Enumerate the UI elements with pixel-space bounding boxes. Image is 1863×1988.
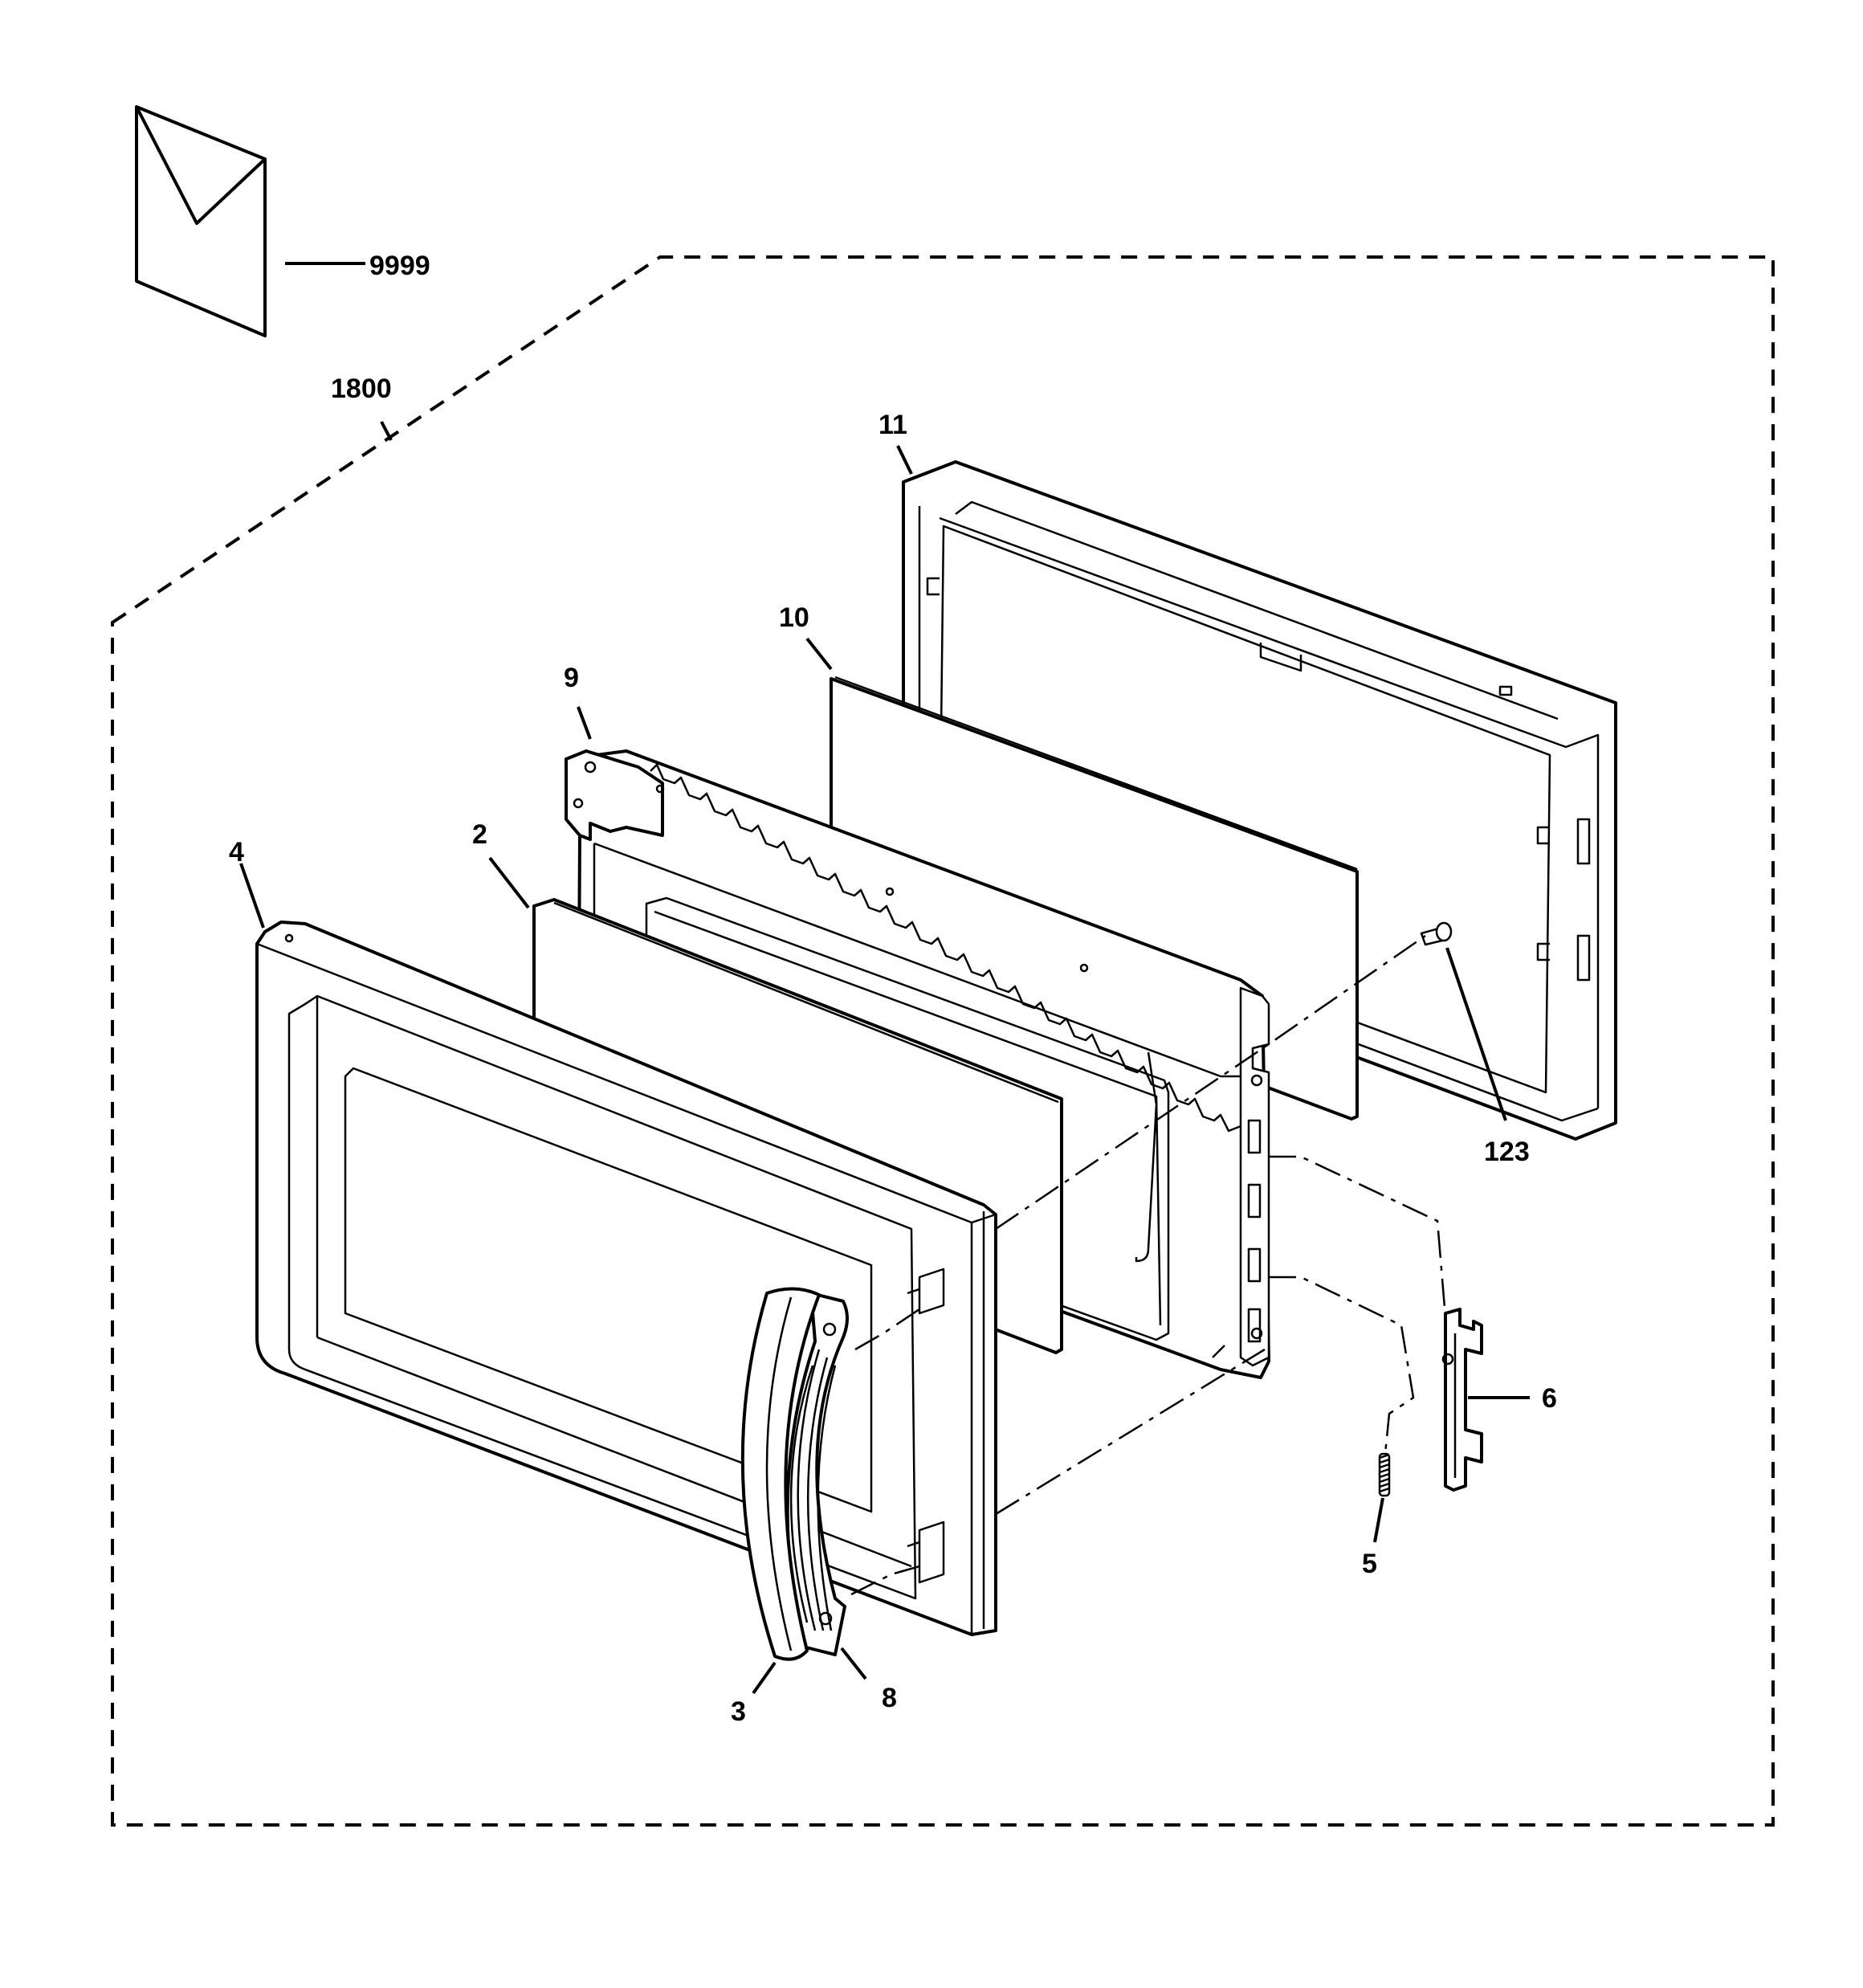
part-6-latch-lever [1441, 1308, 1483, 1492]
leader-123 [1445, 947, 1507, 1121]
assembly-line-e [854, 1308, 920, 1351]
assembly-boundary-1800 [111, 255, 1775, 1827]
assembly-line-d [1269, 1276, 1415, 1455]
leader-2 [488, 856, 530, 909]
literature-envelope [135, 105, 267, 337]
assembly-line-b [995, 1348, 1266, 1516]
callout-4: 4 [229, 837, 244, 867]
callout-9999: 9999 [369, 251, 430, 281]
leader-11 [896, 445, 913, 475]
part-8-handle-bracket [785, 1292, 849, 1656]
callout-11: 11 [879, 410, 907, 440]
callout-6: 6 [1542, 1383, 1557, 1414]
leader-8 [840, 1647, 867, 1680]
assembly-line-a [995, 934, 1426, 1231]
callout-5: 5 [1362, 1549, 1377, 1579]
leader-3 [752, 1661, 777, 1695]
assembly-line-c [1269, 1155, 1447, 1318]
callout-1800: 1800 [331, 374, 392, 404]
callout-2: 2 [472, 819, 487, 850]
callout-3: 3 [731, 1696, 746, 1727]
callout-123: 123 [1484, 1137, 1530, 1167]
part-5-spring [1378, 1452, 1391, 1497]
callout-10: 10 [779, 602, 809, 633]
part-123-screw [1420, 921, 1453, 946]
part-3-handle [740, 1287, 821, 1661]
leader-9 [577, 706, 592, 740]
leader-4 [239, 863, 265, 929]
leader-1800 [380, 421, 393, 441]
leader-5 [1373, 1497, 1384, 1543]
leader-10 [805, 637, 833, 671]
callout-8: 8 [882, 1683, 897, 1713]
assembly-line-f [850, 1565, 920, 1596]
callout-9: 9 [564, 663, 579, 693]
